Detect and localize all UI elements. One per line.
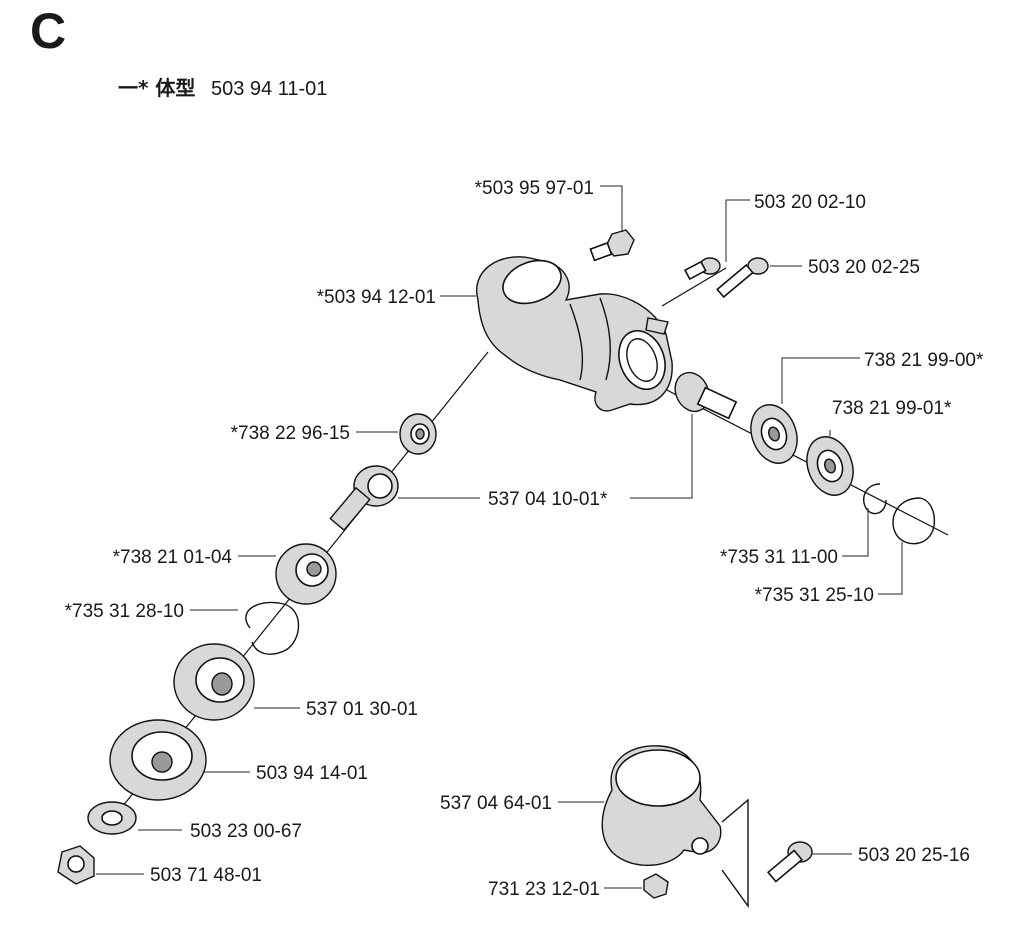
assembly-label: 一* 体型 bbox=[118, 76, 196, 100]
part-label: 731 23 12-01 bbox=[488, 879, 600, 900]
clamp-axis bbox=[721, 798, 749, 909]
hex-nut bbox=[57, 845, 95, 885]
part-label: 503 20 25-16 bbox=[858, 845, 970, 866]
part-label: *735 31 11-00 bbox=[720, 547, 838, 568]
part-label: 503 20 02-25 bbox=[808, 257, 920, 278]
hex-bolt-top bbox=[589, 229, 635, 262]
part-label: 503 94 14-01 bbox=[256, 763, 368, 784]
screw-axis bbox=[661, 267, 727, 307]
leader-lines bbox=[96, 185, 903, 889]
clamp-collar bbox=[601, 745, 722, 866]
bearing-small bbox=[806, 436, 854, 496]
part-label: 738 21 99-01* bbox=[832, 398, 952, 419]
bearing-large bbox=[750, 404, 798, 464]
part-label: *735 31 28-10 bbox=[65, 601, 184, 622]
part-label: 738 21 99-00* bbox=[864, 350, 984, 371]
part-label: *503 94 12-01 bbox=[317, 287, 436, 308]
part-label: 537 04 64-01 bbox=[440, 793, 552, 814]
assembly-header: 一* 体型 503 94 11-01 bbox=[118, 72, 327, 101]
washer bbox=[87, 801, 137, 835]
part-label: *738 22 96-15 bbox=[231, 423, 350, 444]
screw-long bbox=[716, 257, 769, 299]
assembly-number: 503 94 11-01 bbox=[210, 78, 328, 100]
part-label: *503 95 97-01 bbox=[475, 178, 594, 199]
part-label: 537 01 30-01 bbox=[306, 699, 418, 720]
clamp-nut bbox=[643, 873, 669, 899]
section-letter: C bbox=[30, 3, 67, 59]
part-label: 537 04 10-01* bbox=[488, 489, 608, 510]
gear-housing bbox=[476, 256, 673, 412]
retaining-ring bbox=[245, 601, 300, 655]
part-label: 503 23 00-67 bbox=[190, 821, 302, 842]
part-label: *738 21 01-04 bbox=[113, 547, 233, 568]
pinion-gear bbox=[674, 371, 738, 420]
circlip-small bbox=[862, 483, 887, 515]
bearing-738-21-01-04 bbox=[275, 543, 337, 605]
bearing-738-22-96-15 bbox=[399, 413, 437, 455]
part-label: 503 71 48-01 bbox=[150, 865, 262, 886]
bevel-gear-shaft bbox=[329, 465, 399, 532]
part-label: 503 20 02-10 bbox=[754, 192, 866, 213]
clamp-bolt bbox=[766, 841, 813, 883]
circlip-large bbox=[892, 497, 936, 545]
part-labels: *503 95 97-01 503 20 02-10 503 20 02-25 … bbox=[65, 178, 984, 900]
support-cup bbox=[109, 719, 207, 801]
flange-537-01-30-01 bbox=[173, 643, 255, 721]
screw-small bbox=[683, 257, 721, 281]
part-label: *735 31 25-10 bbox=[755, 585, 874, 606]
